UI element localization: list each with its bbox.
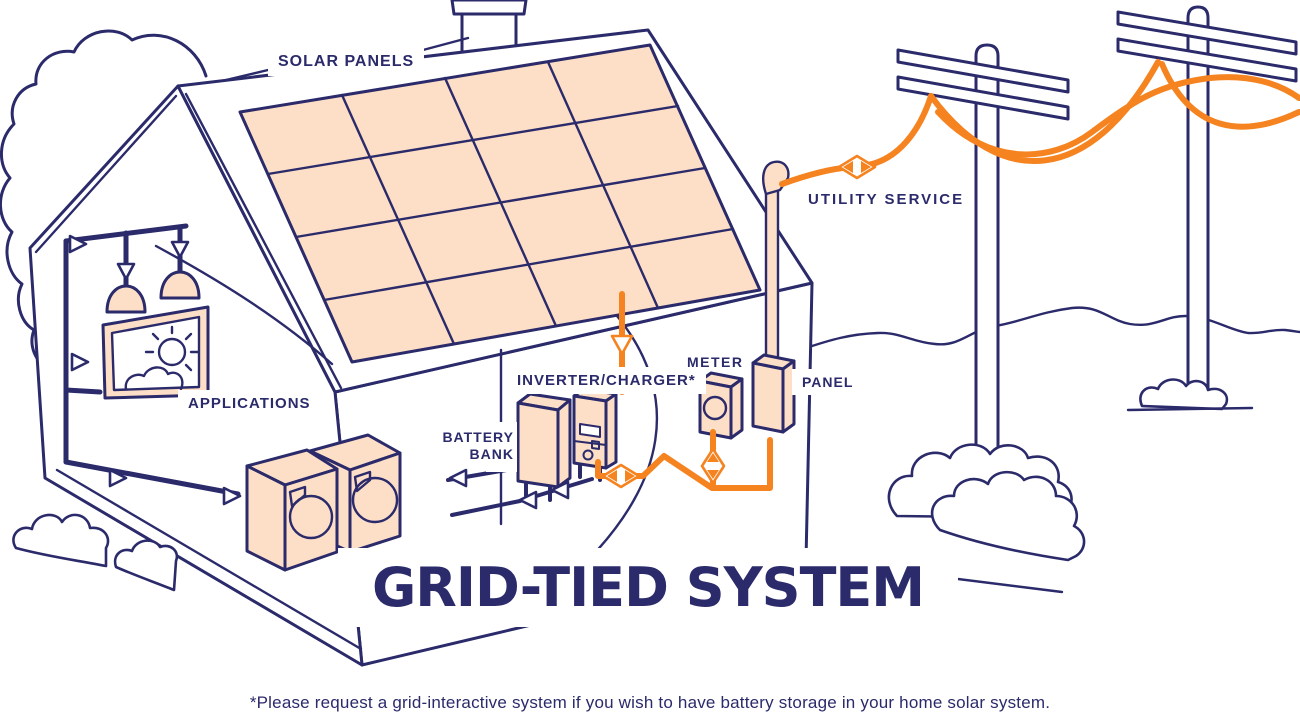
horizon-line: [804, 306, 1300, 350]
flow-arrow: [518, 490, 538, 510]
service-equipment: [698, 160, 796, 440]
power-equipment: [446, 387, 618, 517]
power-line: [935, 74, 1300, 158]
flow-arrow: [448, 468, 468, 488]
washer-icon: [245, 448, 339, 572]
flow-arrow-bidirectional: [700, 447, 726, 485]
tree-icon: [0, 29, 208, 370]
power-line: [1159, 61, 1300, 130]
title-band: GRID-TIED SYSTEM: [338, 548, 958, 627]
utility-service-label: UTILITY SERVICE: [808, 191, 965, 208]
flow-arrow: [68, 234, 88, 254]
flow-arrow: [222, 486, 242, 506]
house-interior: [63, 223, 402, 572]
flow-arrow: [550, 480, 570, 500]
inverter-output-wire: [595, 437, 773, 491]
meter-icon: [698, 371, 744, 440]
pendant-lamp-icon: [159, 270, 201, 300]
flow-arrow: [70, 352, 90, 372]
solar-panels-label: SOLAR PANELS: [268, 48, 425, 76]
flow-arrow-bidirectional: [837, 154, 877, 180]
solar-panels-icon: [224, 36, 762, 364]
weatherhead-icon: [762, 160, 790, 196]
flow-arrow-down: [610, 334, 634, 356]
panel-label: PANEL: [792, 369, 864, 395]
power-flow-wiring: [595, 59, 1300, 491]
battery-bank-label-line2: BANK: [469, 446, 514, 462]
flow-arrow: [170, 240, 190, 259]
meter-label: METER: [687, 354, 744, 370]
flow-arrow: [108, 468, 128, 488]
flow-arrow: [116, 262, 136, 281]
tv-icon: [101, 305, 210, 400]
applications-label: APPLICATIONS: [178, 390, 321, 417]
battery-bank-label-line1: BATTERY: [442, 429, 514, 445]
utility-pole-icon: [1116, 5, 1298, 402]
pendant-lamp-icon: [105, 284, 147, 314]
battery-bank-icon: [516, 392, 572, 502]
bush-icon: [1126, 378, 1254, 412]
chimney-icon: [450, 0, 528, 58]
service-panel-icon: [751, 353, 796, 434]
service-wire: [859, 93, 934, 169]
bush-icon: [12, 513, 179, 592]
flow-arrow-bidirectional: [601, 463, 641, 489]
diagram-title: GRID-TIED SYSTEM: [371, 556, 925, 619]
battery-bank-label-backdrop: [486, 422, 517, 472]
inverter-charger-label: INVERTER/CHARGER*: [507, 367, 706, 394]
bush-icon: [887, 443, 1086, 562]
footnote: *Please request a grid-interactive syste…: [249, 693, 1051, 712]
battery-bank-label: BATTERY BANK: [430, 429, 514, 463]
conduit-pipe: [764, 188, 780, 367]
